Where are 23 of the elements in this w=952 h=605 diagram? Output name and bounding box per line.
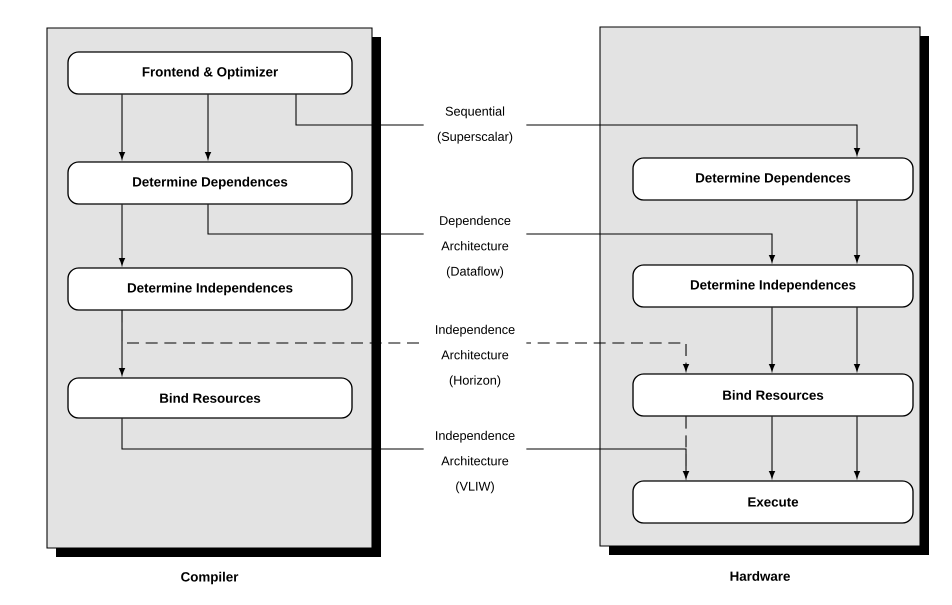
edge-label: Independence Architecture (Horizon): [436, 324, 515, 388]
arrow: [205, 94, 211, 160]
arrow: [119, 94, 125, 160]
process-box: Determine Dependences: [67, 161, 353, 205]
arrow: [854, 200, 860, 263]
arrow: [769, 308, 775, 372]
arrow: [119, 204, 125, 266]
edge-label: Dependence Architecture (Dataflow): [440, 216, 510, 278]
process-box: Execute: [632, 480, 914, 524]
process-box: Bind Resources: [632, 373, 914, 417]
edge-label: Sequential (Superscalar): [438, 106, 512, 144]
arrow: [854, 416, 860, 479]
process-box: Frontend & Optimizer: [67, 51, 353, 95]
node-label: Hardware: [730, 571, 790, 581]
arrow: [683, 416, 689, 479]
edge-label: Independence Architecture (VLIW): [436, 430, 515, 494]
node-label: Compiler: [181, 572, 238, 584]
arrow: [769, 416, 775, 479]
process-box: Determine Dependences: [632, 157, 914, 201]
process-box: Bind Resources: [67, 377, 353, 419]
arrow: [854, 308, 860, 372]
process-box: Determine Independences: [67, 267, 353, 311]
process-box: Determine Independences: [632, 264, 914, 308]
